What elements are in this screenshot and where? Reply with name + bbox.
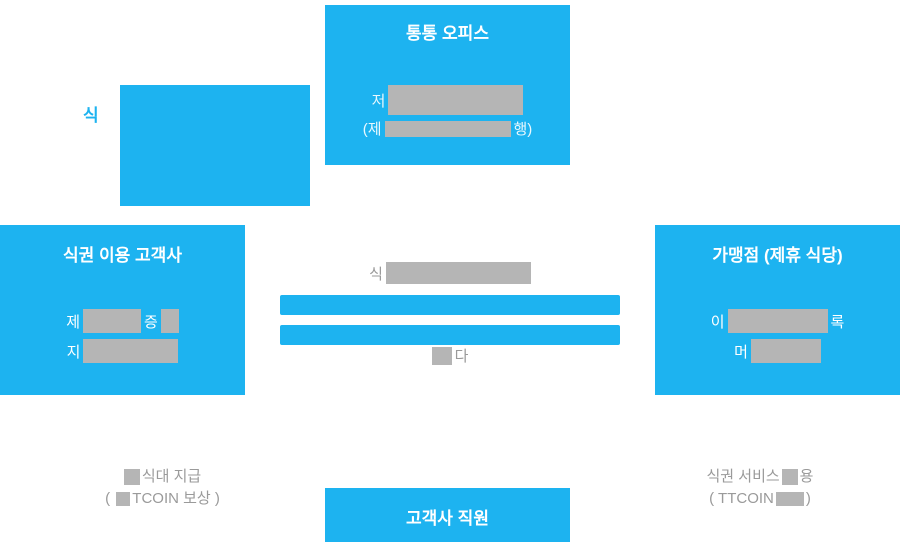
flow-bar-2 — [280, 325, 620, 345]
node-employee: 고객사 직원 — [325, 488, 570, 542]
office-line2-close: 행) — [513, 121, 533, 138]
merchant-line-1: 이 록 — [655, 309, 900, 333]
blue-redaction-block — [120, 85, 310, 206]
redacted-block — [781, 469, 798, 485]
redacted-block — [775, 492, 804, 506]
office-line2-open: (제 — [362, 121, 382, 138]
center-flow-top-line: 식 — [280, 262, 620, 284]
redacted-block — [384, 120, 511, 137]
merchant-line1-end: 록 — [830, 313, 845, 331]
caption-right-line2-b: ) — [805, 490, 811, 507]
customer-line1-end: 증 — [144, 313, 158, 331]
caption-right-line1-b: 용 — [799, 468, 814, 485]
caption-left-line2: ( TCOIN 보상 ) — [55, 488, 270, 510]
office-title: 통통 오피스 — [406, 24, 489, 43]
merchant-line-2: 머 — [655, 339, 900, 363]
caption-left-line2-open: ( — [105, 490, 115, 507]
merchant-line1-start: 이 — [710, 313, 725, 331]
caption-left-line1: 식대 지급 — [55, 466, 270, 488]
employee-title: 고객사 직원 — [406, 509, 489, 528]
redacted-block — [750, 339, 821, 363]
office-line-1: 저 — [325, 85, 570, 115]
caption-right-line1: 식권 서비스 용 — [650, 466, 870, 488]
redacted-block — [123, 469, 140, 485]
center-flow-bottom-line: 다 — [280, 345, 620, 366]
caption-left-line1-text: 식대 지급 — [141, 468, 202, 485]
caption-service-use: 식권 서비스 용 ( TTCOIN ) — [650, 466, 870, 510]
center-top-fragment: 식 — [369, 265, 383, 283]
redacted-block — [388, 85, 524, 115]
customer-title: 식권 이용 고객사 — [63, 246, 182, 265]
redacted-block — [83, 309, 141, 333]
customer-line-2: 지 — [0, 339, 245, 363]
caption-left-line2-text: TCOIN 보상 ) — [132, 490, 220, 507]
node-tongtong-office: 통통 오피스 저 (제 행) — [325, 5, 570, 165]
merchant-line2-start: 머 — [734, 343, 748, 361]
office-line1-fragment: 저 — [371, 92, 386, 110]
redacted-block — [385, 262, 531, 284]
customer-line1-start: 제 — [66, 313, 80, 331]
office-line-2: (제 행) — [325, 118, 570, 139]
merchant-title: 가맹점 (제휴 식당) — [712, 246, 843, 265]
caption-meal-payment: 식대 지급 ( TCOIN 보상 ) — [55, 466, 270, 510]
caption-right-line1-a: 식권 서비스 — [706, 468, 780, 485]
customer-line-1: 제 증 — [0, 309, 245, 333]
customer-line2-start: 지 — [66, 343, 81, 361]
redacted-block — [83, 339, 179, 363]
redacted-block — [160, 309, 179, 333]
flow-bar-1 — [280, 295, 620, 315]
center-bottom-fragment: 다 — [454, 348, 469, 365]
caption-right-line2: ( TTCOIN ) — [650, 488, 870, 510]
redacted-block — [116, 492, 131, 506]
top-left-label: 식 — [83, 106, 99, 125]
redacted-block — [727, 309, 828, 333]
node-merchant-restaurant: 가맹점 (제휴 식당) 이 록 머 — [655, 225, 900, 395]
caption-right-line2-a: ( TTCOIN — [709, 490, 774, 507]
redacted-block — [431, 346, 452, 365]
node-customer-company: 식권 이용 고객사 제 증 지 — [0, 225, 245, 395]
